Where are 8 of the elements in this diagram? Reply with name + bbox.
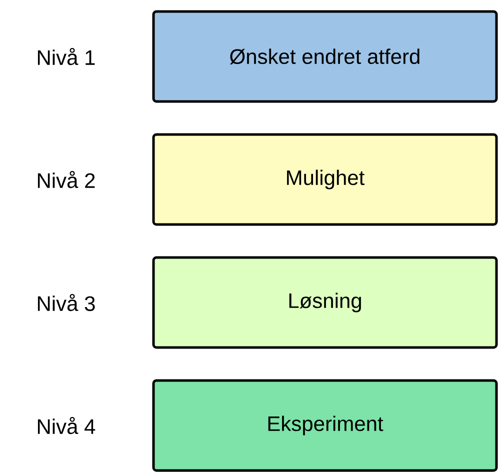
- level-label: Nivå 4: [38, 416, 96, 434]
- level-box: Ønsket endret atferd: [152, 10, 498, 103]
- level-label: Nivå 1: [38, 48, 95, 66]
- level-label: Nivå 3: [38, 294, 95, 312]
- level-box: Løsning: [152, 256, 498, 349]
- level-label: Nivå 2: [38, 170, 95, 188]
- level-box: Mulighet: [152, 133, 498, 226]
- level-box: Eksperiment: [152, 379, 498, 472]
